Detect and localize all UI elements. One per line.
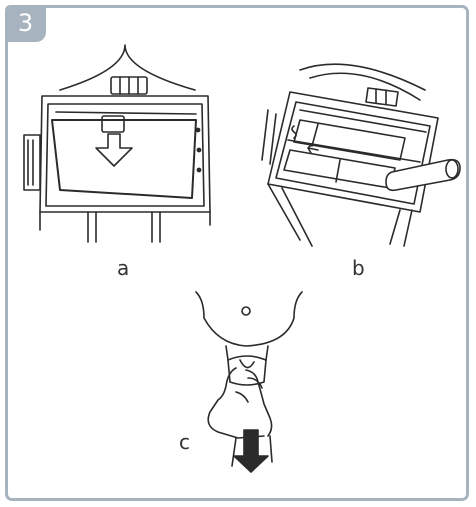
- bowl-hole: [242, 307, 250, 315]
- cover-latch: [102, 116, 124, 132]
- hand-icon: [208, 368, 271, 438]
- panel-a-label: a: [117, 258, 129, 278]
- panel-c-illustration: [196, 292, 302, 472]
- panel-b-illustration: [262, 64, 460, 246]
- panel-b-label: b: [352, 258, 365, 278]
- panel-a-illustration: [24, 45, 210, 242]
- device-dome: [60, 45, 195, 90]
- bowl-shape: [196, 292, 302, 346]
- panel-c-label: c: [179, 432, 190, 452]
- down-arrow-icon: [96, 134, 132, 166]
